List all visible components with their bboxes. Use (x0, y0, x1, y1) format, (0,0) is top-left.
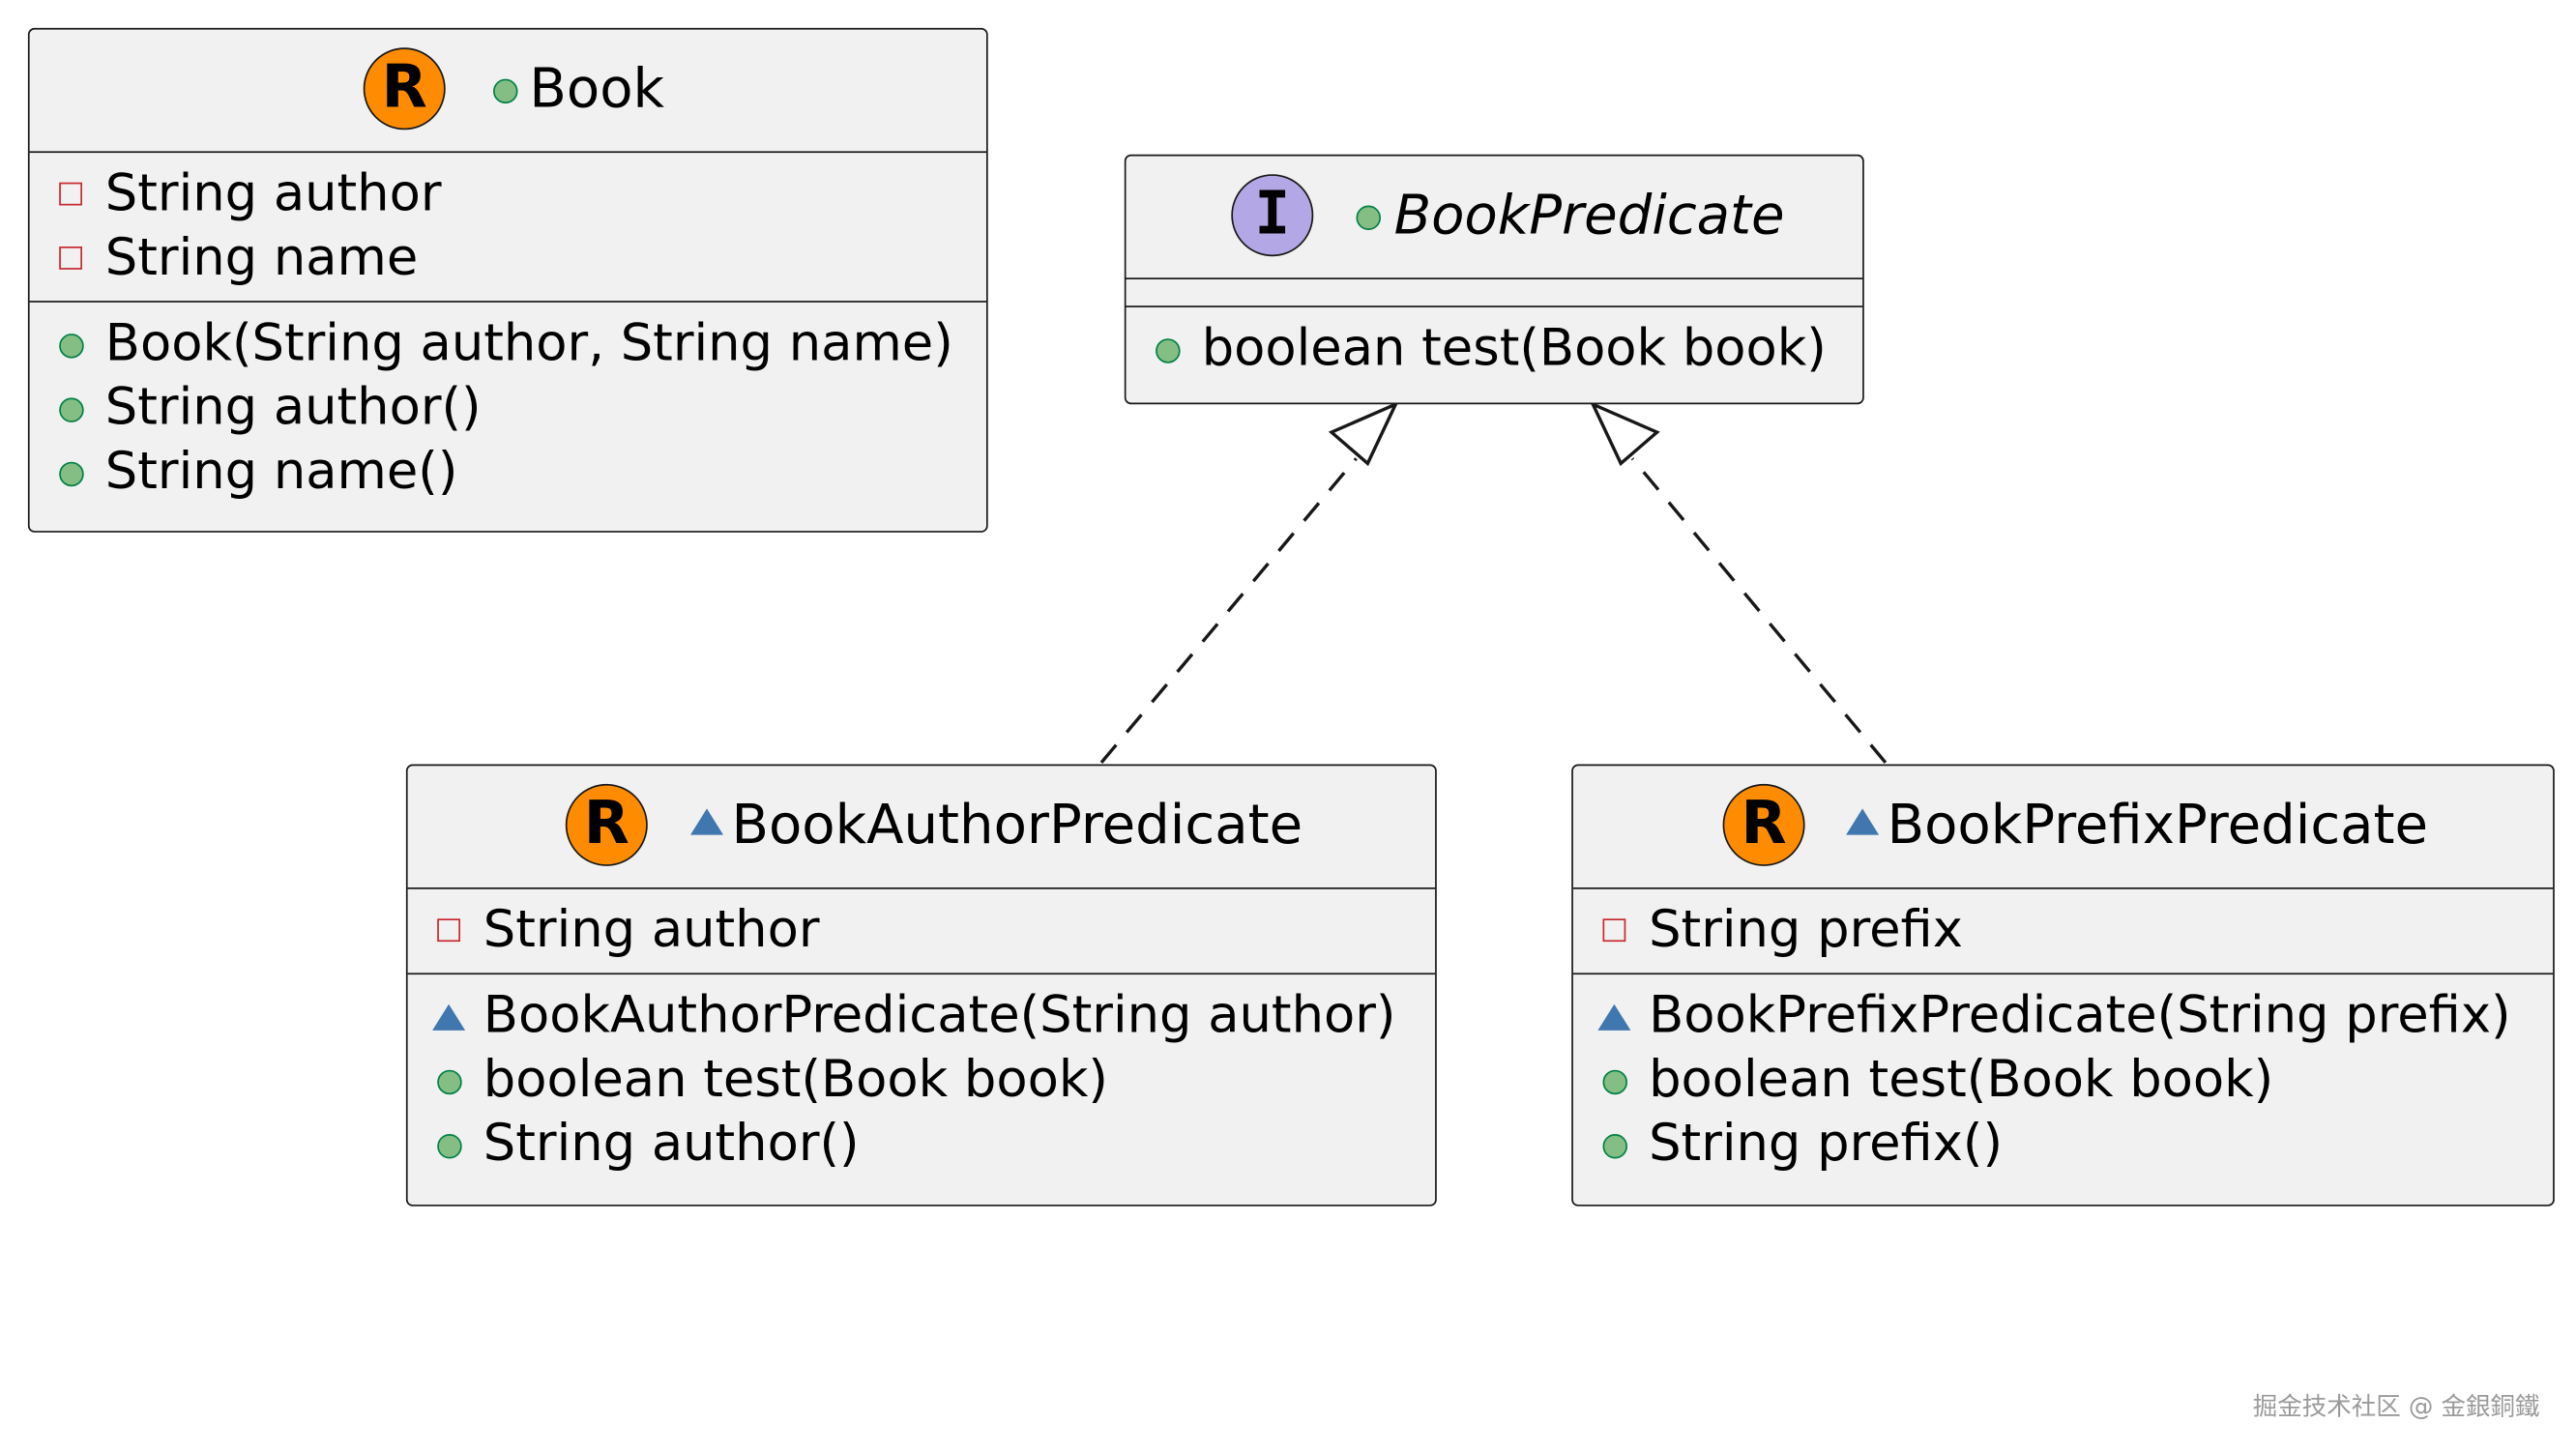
class-header: R BookPrefixPredicate (1572, 766, 2554, 889)
class-header: R Book (29, 30, 987, 154)
field-row: String author (30, 162, 986, 226)
package-visibility-icon (690, 808, 723, 835)
class-name: BookPredicate (1393, 182, 1785, 247)
class-name: BookPrefixPredicate (1887, 792, 2429, 857)
public-visibility-icon (1156, 338, 1181, 363)
realization-arrowhead (1328, 400, 1399, 467)
member-text: String name (104, 228, 419, 288)
public-visibility-icon (437, 1134, 462, 1159)
method-row: String author() (30, 376, 986, 440)
member-text: String author (104, 164, 442, 224)
realization-arrowhead (1589, 400, 1660, 467)
method-row: boolean test(Book book) (408, 1049, 1436, 1113)
method-row: boolean test(Book book) (1127, 317, 1863, 381)
interface-stereotype-icon: I (1231, 174, 1314, 257)
methods-section: boolean test(Book book) (1127, 307, 1863, 392)
member-text: Book(String author, String name) (104, 313, 953, 373)
method-row: boolean test(Book book) (1573, 1049, 2553, 1113)
public-visibility-icon (1602, 1069, 1627, 1095)
realization-author-to-predicate (1099, 400, 1399, 764)
package-visibility-icon (432, 1003, 466, 1031)
fields-section: String author (407, 889, 1436, 975)
member-text: String prefix() (1649, 1114, 2004, 1174)
public-visibility-icon (59, 334, 84, 359)
realization-prefix-to-predicate (1589, 400, 1888, 764)
method-row: BookAuthorPredicate(String author) (408, 984, 1436, 1048)
class-book[interactable]: R Book String author String name Book(St… (27, 27, 988, 533)
member-text: String name() (104, 442, 458, 502)
watermark: 掘金技术社区 @ 金銀銅鐵 (2252, 1391, 2540, 1422)
record-stereotype-icon: R (363, 47, 446, 131)
field-row: String prefix (1573, 899, 2553, 963)
methods-section: BookPrefixPredicate(String prefix) boole… (1573, 974, 2553, 1186)
record-stereotype-icon: R (1722, 783, 1805, 866)
public-visibility-icon (437, 1069, 462, 1095)
method-row: String name() (30, 441, 986, 505)
class-book-prefix-predicate[interactable]: R BookPrefixPredicate String prefix Book… (1571, 764, 2555, 1206)
method-row: Book(String author, String name) (30, 312, 986, 376)
fields-section: String author String name (29, 153, 987, 303)
private-visibility-icon (437, 918, 460, 943)
fields-section: String prefix (1572, 889, 2554, 975)
fields-section (1126, 279, 1863, 307)
method-row: String author() (408, 1113, 1436, 1177)
member-text: boolean test(Book book) (483, 1050, 1108, 1110)
class-book-author-predicate[interactable]: R BookAuthorPredicate String author Book… (405, 764, 1437, 1206)
public-visibility-icon (1602, 1134, 1627, 1159)
class-header: R BookAuthorPredicate (407, 766, 1436, 889)
realization-line (1099, 457, 1358, 764)
member-text: BookAuthorPredicate(String author) (483, 986, 1396, 1046)
package-visibility-icon (1597, 1003, 1631, 1031)
method-row: BookPrefixPredicate(String prefix) (1573, 984, 2553, 1048)
field-row: String name (30, 227, 986, 291)
methods-section: Book(String author, String name) String … (30, 303, 986, 514)
methods-section: BookAuthorPredicate(String author) boole… (408, 974, 1436, 1186)
class-name: BookAuthorPredicate (731, 792, 1303, 857)
private-visibility-icon (1602, 918, 1626, 943)
member-text: boolean test(Book book) (1649, 1050, 2274, 1110)
realization-line (1630, 457, 1888, 764)
public-visibility-icon (59, 461, 84, 487)
public-visibility-icon (59, 397, 84, 422)
member-text: BookPrefixPredicate(String prefix) (1649, 986, 2511, 1046)
member-text: String prefix (1649, 900, 1963, 960)
member-text: String author (483, 900, 820, 960)
class-header: I BookPredicate (1126, 157, 1863, 279)
class-book-predicate[interactable]: I BookPredicate boolean test(Book book) (1124, 154, 1864, 405)
public-visibility-icon (493, 78, 518, 104)
private-visibility-icon (59, 247, 82, 270)
member-text: String author() (104, 378, 482, 438)
package-visibility-icon (1846, 808, 1880, 835)
member-text: boolean test(Book book) (1201, 318, 1827, 378)
method-row: String prefix() (1573, 1113, 2553, 1177)
record-stereotype-icon: R (565, 783, 648, 866)
public-visibility-icon (1356, 205, 1381, 230)
field-row: String author (408, 899, 1436, 963)
class-name: Book (529, 55, 665, 121)
member-text: String author() (483, 1114, 860, 1174)
private-visibility-icon (59, 182, 82, 206)
